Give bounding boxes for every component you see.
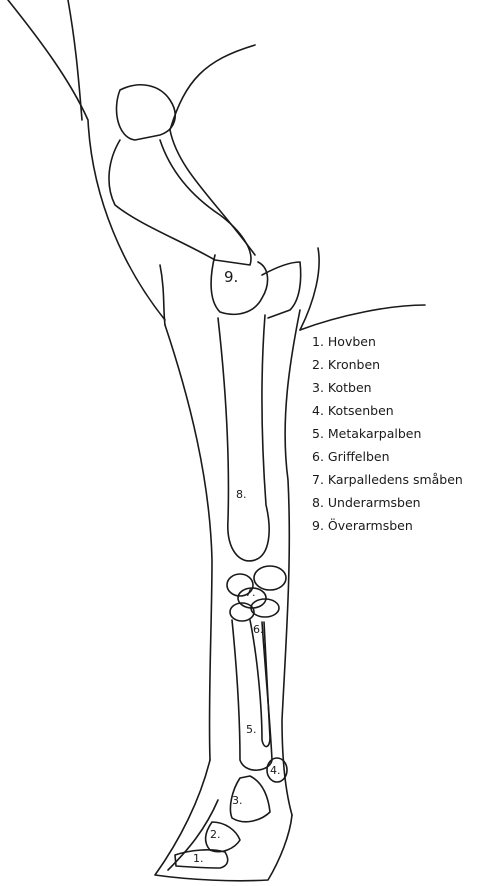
marker-9: 9.: [224, 268, 238, 286]
legend-item-6: 6. Griffelben: [312, 445, 496, 468]
legend-item-4: 4. Kotsenben: [312, 399, 496, 422]
legend-item-9: 9. Överarmsben: [312, 514, 496, 537]
marker-7: 7.: [245, 586, 256, 599]
marker-6: 6.: [253, 623, 264, 636]
marker-1: 1.: [193, 852, 204, 865]
body-outline-right: [170, 45, 255, 255]
legend-item-7: 7. Karpalledens småben: [312, 468, 496, 491]
belly-line: [300, 248, 319, 330]
legend-item-5: 5. Metakarpalben: [312, 422, 496, 445]
olecranon: [262, 262, 301, 318]
scapula-bone: [116, 85, 175, 140]
marker-3: 3.: [232, 794, 243, 807]
radius-bone: [218, 315, 269, 561]
marker-4: 4.: [270, 764, 281, 777]
forearm-outline-right: [282, 310, 300, 815]
forearm-outline-left: [165, 325, 212, 760]
chest-line: [300, 305, 425, 330]
legend-item-2: 2. Kronben: [312, 353, 496, 376]
legend-item-3: 3. Kotben: [312, 376, 496, 399]
body-outline-left: [8, 0, 165, 320]
marker-2: 2.: [210, 828, 221, 841]
carpal-bone-b: [254, 566, 286, 590]
bone-legend: 1. Hovben 2. Kronben 3. Kotben 4. Kotsen…: [312, 330, 496, 537]
body-outline-upper: [68, 0, 82, 120]
legend-item-8: 8. Underarmsben: [312, 491, 496, 514]
legend-item-1: 1. Hovben: [312, 330, 496, 353]
humerus-shaft: [109, 140, 251, 265]
marker-8: 8.: [236, 488, 247, 501]
marker-5: 5.: [246, 723, 257, 736]
cannon-bone: [232, 620, 272, 770]
